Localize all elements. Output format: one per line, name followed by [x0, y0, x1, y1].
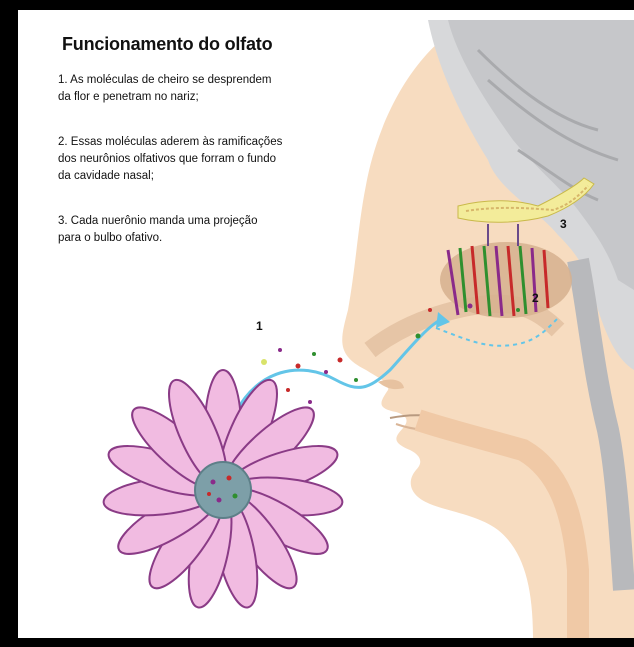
marker-2: 2 [532, 291, 539, 305]
step-1-text: 1. As moléculas de cheiro se desprendem … [58, 72, 318, 106]
olfactory-bulb [457, 177, 595, 223]
odor-molecules [261, 303, 520, 404]
flower-petals [102, 369, 344, 609]
nostril [378, 379, 404, 390]
flower-center [194, 461, 252, 519]
diagram-panel: Funcionamento do olfato 1. As moléculas … [18, 10, 634, 638]
brain-fold [476, 48, 619, 202]
step-1-line-2: da flor e penetram no nariz; [58, 91, 199, 103]
airflow-arrow [234, 318, 441, 413]
step-1-line-1: 1. As moléculas de cheiro se desprendem [58, 74, 272, 86]
flower [102, 369, 344, 609]
diagram-title: Funcionamento do olfato [62, 34, 273, 54]
step-2-text: 2. Essas moléculas aderem às ramificaçõe… [58, 134, 318, 185]
brain-stem [567, 257, 634, 591]
airflow-arrowhead [436, 312, 450, 328]
step-3-line-2: para o bulbo ofativo. [58, 232, 163, 244]
marker-3: 3 [560, 217, 567, 231]
olfactory-neurons [446, 224, 550, 317]
step-3-text: 3. Cada nuerônio manda uma projeção para… [58, 213, 318, 247]
throat [414, 409, 589, 638]
marker-1: 1 [256, 319, 263, 333]
olfactory-tract [465, 185, 589, 212]
step-2-line-1: 2. Essas moléculas aderem às ramificaçõe… [58, 136, 283, 148]
airflow-dashed [435, 317, 559, 347]
step-2-line-2: dos neurônios olfativos que forram o fun… [58, 153, 276, 165]
step-3-line-1: 3. Cada nuerônio manda uma projeção [58, 215, 258, 227]
step-2-line-3: da cavidade nasal; [58, 170, 154, 182]
olfaction-illustration: 1 2 3 [102, 20, 634, 638]
